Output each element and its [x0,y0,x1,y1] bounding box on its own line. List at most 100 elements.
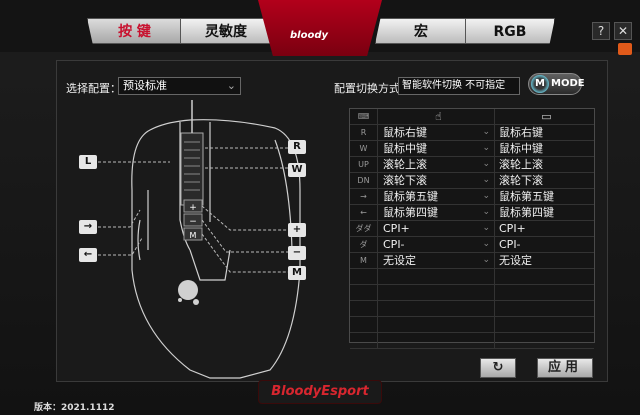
chevron-down-icon: ⌄ [482,255,490,265]
mouse-diagram: + − M [98,100,301,379]
row-key-icon [350,269,378,285]
reset-button[interactable]: ↻ [480,358,516,378]
keyboard-icon: ⌨ [350,109,378,125]
row-system-value [496,269,594,285]
svg-text:+: + [189,203,197,213]
row-assign-value: CPI- [383,238,405,251]
apply-button[interactable]: 应用 [537,358,593,378]
row-system-value: 滚轮上滚 [499,158,543,171]
row-system-value: 无设定 [499,254,532,267]
row-system-value: 滚轮下滚 [499,174,543,187]
chevron-down-icon: ⌄ [482,239,490,249]
chevron-down-icon: ⌄ [482,175,490,185]
row-key-icon: ダ [350,237,378,253]
row-system-value: 鼠标第四键 [499,206,554,219]
row-system-value: 鼠标中键 [499,142,543,155]
preset-select[interactable]: 预设标准 ⌄ [118,77,241,95]
key-label-mode[interactable]: M [288,266,306,280]
row-system-value: 鼠标右键 [499,126,543,139]
mode-label: 配置切换方式： [334,82,411,95]
row-key-icon: → [350,189,378,205]
table-row [350,317,594,333]
row-system-value [496,301,594,317]
close-button[interactable]: ✕ [614,22,632,40]
row-system-value [496,333,594,349]
row-system-value [496,285,594,301]
brand-logo: BloodyEsport [258,380,382,404]
scroll-wheel[interactable] [180,132,204,206]
table-row[interactable]: →鼠标第五键⌄鼠标第五键 [350,189,594,205]
help-button[interactable]: ? [592,22,610,40]
chevron-down-icon: ⌄ [482,127,490,137]
key-label-right[interactable]: R [288,140,306,154]
row-key-icon [350,333,378,349]
row-system-value [496,317,594,333]
chevron-down-icon: ⌄ [482,159,490,169]
logo-text: bloody [290,30,329,41]
mode-button[interactable]: M MODE [528,73,585,95]
version-label: 版本：2021.1112 [34,403,115,413]
key-label-back[interactable]: ← [79,248,97,262]
row-assign-value: 滚轮下滚 [383,174,427,187]
row-key-icon: R [350,125,378,141]
row-system-value: CPI- [499,238,521,251]
table-row[interactable]: ダ CPI- ⌄ CPI- [350,237,594,253]
tab-keys[interactable]: 按 键 [87,18,182,44]
table-row [350,285,594,301]
tab-macro[interactable]: 宏 [375,18,467,44]
hand-icon: ☝ [379,109,495,125]
row-assign-select[interactable]: 鼠标中键 ⌄ [379,141,495,157]
table-row[interactable]: UP 滚轮上滚 ⌄ 滚轮上滚 [350,157,594,173]
notification-icon[interactable] [618,43,632,55]
table-row[interactable]: ← 鼠标第四键 ⌄ 鼠标第四键 [350,205,594,221]
key-label-cpi-plus[interactable]: + [288,223,306,237]
row-assign-value: 鼠标中键 [383,142,427,155]
row-assign-select[interactable]: 滚轮上滚 ⌄ [379,157,495,173]
row-assign-select[interactable]: 鼠标第四键 ⌄ [379,205,495,221]
key-label-wheel[interactable]: W [288,163,306,177]
mode-icon: M [531,75,549,93]
svg-text:−: − [189,217,197,227]
row-assign-select[interactable]: CPI- ⌄ [379,237,495,253]
row-key-icon: UP [350,157,378,173]
row-assign-select [379,285,495,301]
table-header: ⌨ ☝ ▭ [350,109,594,125]
row-assign-value: 鼠标第四键 [383,206,438,219]
key-label-cpi-minus[interactable]: − [288,246,306,260]
row-key-icon: ダダ [350,221,378,237]
row-key-icon [350,301,378,317]
logo-area [258,0,382,56]
table-row [350,301,594,317]
preset-select-value: 预设标准 [123,79,167,92]
tab-sensitivity[interactable]: 灵敏度 [180,18,272,44]
key-label-left[interactable]: L [79,155,97,169]
row-assign-select [379,269,495,285]
row-key-icon [350,285,378,301]
row-assign-value: CPI+ [383,222,410,235]
row-assign-select [379,333,495,349]
row-assign-select[interactable]: 无设定⌄ [379,253,495,269]
row-assign-select [379,317,495,333]
row-key-icon: ← [350,205,378,221]
row-assign-select[interactable]: 滚轮下滚 ⌄ [379,173,495,189]
row-assign-select [379,301,495,317]
chevron-down-icon: ⌄ [482,143,490,153]
row-assign-value: 滚轮上滚 [383,158,427,171]
monitor-icon: ▭ [541,110,552,123]
row-system-value: CPI+ [499,222,526,235]
row-assign-select[interactable]: CPI+⌄ [379,221,495,237]
tab-rgb[interactable]: RGB [465,18,555,44]
table-row [350,333,594,349]
row-assign-select[interactable]: 鼠标右键⌄ [379,125,495,141]
preset-label: 选择配置： [66,82,121,95]
key-label-forward[interactable]: → [79,220,97,234]
chevron-down-icon: ⌄ [482,207,490,217]
row-assign-select[interactable]: 鼠标第五键⌄ [379,189,495,205]
table-row [350,269,594,285]
